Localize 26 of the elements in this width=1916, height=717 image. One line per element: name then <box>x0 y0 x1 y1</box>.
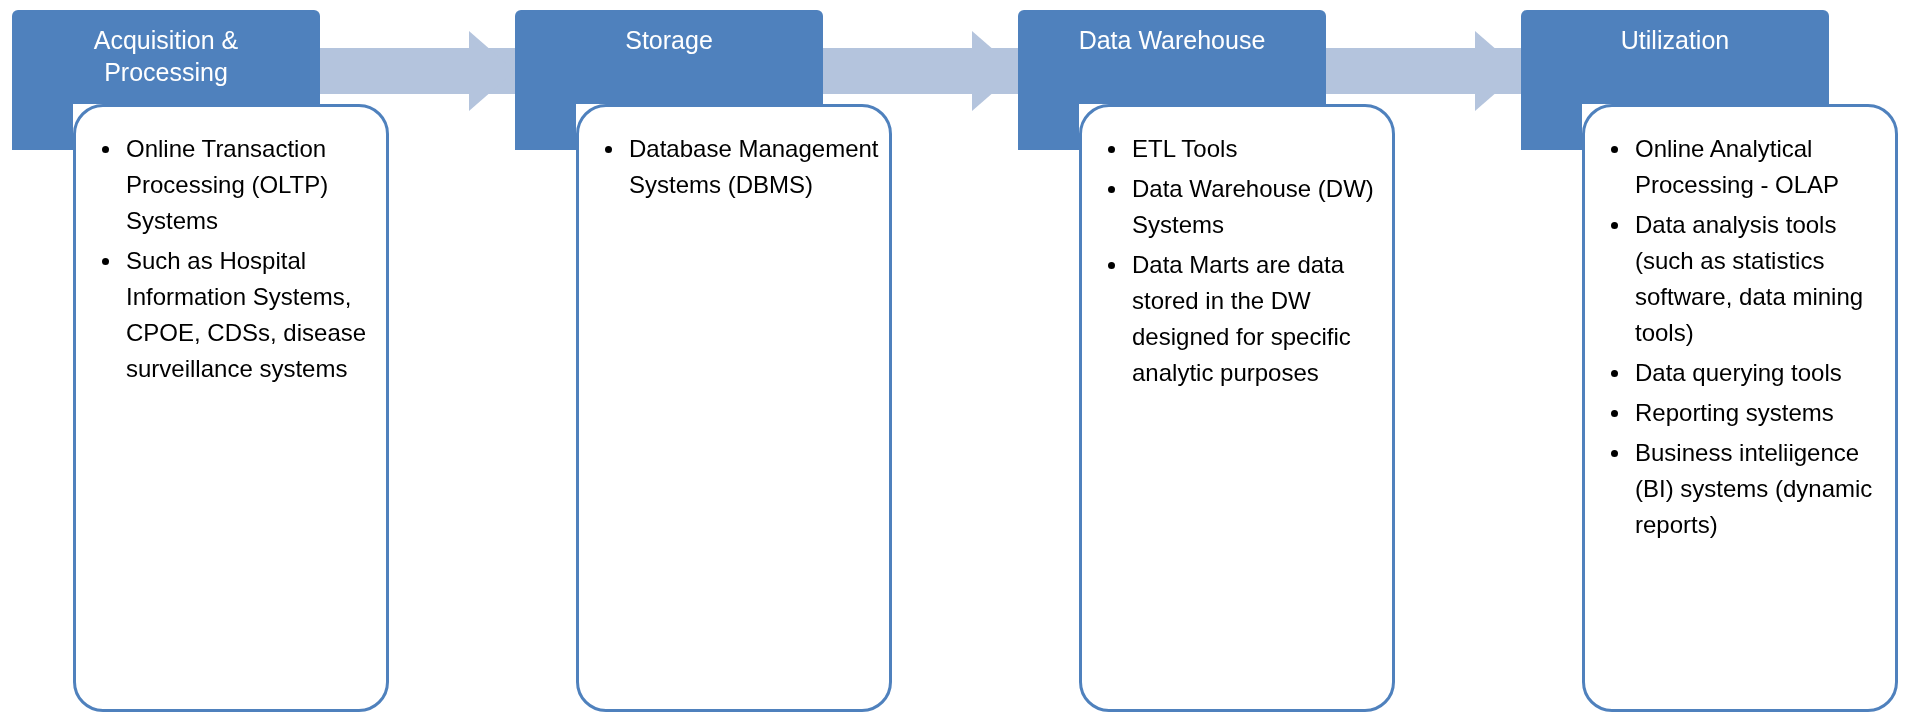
stage-title: Data Warehouse <box>1077 25 1267 56</box>
stage-title: Storage <box>624 25 714 56</box>
stage-title: Utilization <box>1619 25 1731 56</box>
stage-header <box>1521 10 1829 104</box>
bullet-text: Data Marts are data stored in the DW designed for specific analytic purposes <box>1132 250 1352 388</box>
content-card <box>1582 104 1898 712</box>
stage-header <box>515 10 823 104</box>
block-arrow <box>1326 31 1521 111</box>
bullet-text: Online Transaction Processing (OLTP) Systems <box>126 134 330 236</box>
content-card <box>73 104 389 712</box>
content-card <box>576 104 892 712</box>
block-arrow <box>320 31 515 111</box>
bullet-text: ETL Tools <box>1132 134 1238 164</box>
bullet-text: Data analysis tools (such as statistics software, data mining tools) <box>1635 210 1865 348</box>
bullet-text: Such as Hospital Information Systems, CPOE, CDSs, disease surveillance systems <box>126 246 368 384</box>
bullet-text: Reporting systems <box>1635 398 1834 428</box>
bullet-text: Data Warehouse (DW) Systems <box>1132 174 1375 240</box>
bullet-text: Data querying tools <box>1635 358 1842 388</box>
block-arrow <box>823 31 1018 111</box>
stage-header <box>1018 10 1326 104</box>
stage-header <box>12 10 320 104</box>
content-card <box>1079 104 1395 712</box>
stage-title: Acquisition & Processing <box>92 25 240 88</box>
bullet-text: Online Analytical Processing - OLAP <box>1635 134 1841 200</box>
bullet-text: Business inteliigence (BI) systems (dynamic reports) <box>1635 438 1874 540</box>
bullet-text: Database Management Systems (DBMS) <box>629 134 879 200</box>
